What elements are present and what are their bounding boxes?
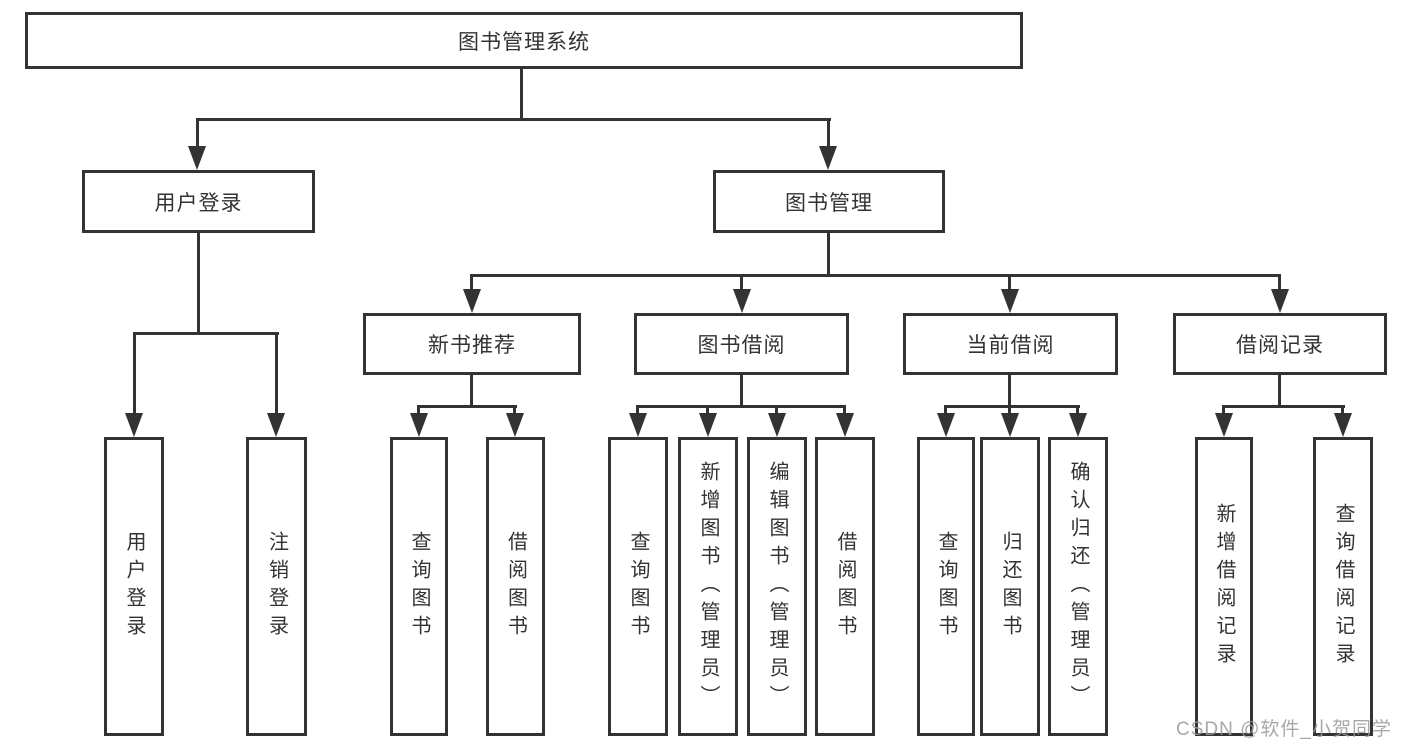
connector-borrowing-records-stem [1278,375,1281,408]
connector-drop-borrowing-records [1278,274,1281,291]
leaf-query-books-current-label: 查询图书 [935,530,957,643]
connector-book-borrowing-stem [740,375,743,408]
arrow-down-icon [937,413,955,437]
node-user-login: 用户登录 [82,170,315,233]
leaf-add-books-admin: 新增图书（管理员） [678,437,738,736]
connector-new-book-stem [470,375,473,408]
node-current-borrowing: 当前借阅 [903,313,1118,375]
node-user-login-label: 用户登录 [154,191,243,215]
node-book-management: 图书管理 [713,170,945,233]
arrow-down-icon [267,413,285,437]
leaf-query-books-recommend: 查询图书 [390,437,448,736]
leaf-borrow-books-borrowing: 借阅图书 [815,437,875,736]
connector-drop [1222,405,1225,415]
leaf-confirm-return-admin: 确认归还（管理员） [1048,437,1108,736]
leaf-add-borrow-record: 新增借阅记录 [1195,437,1253,736]
arrow-down-icon [768,413,786,437]
leaf-borrow-books-recommend-label: 借阅图书 [504,530,527,643]
connector-borrowing-records-branch [1222,405,1345,408]
node-book-borrowing-label: 图书借阅 [697,334,786,357]
arrow-down-icon [819,146,837,170]
connector-user-login-branch [133,332,279,335]
connector-drop [944,405,947,415]
connector-root-branch [196,118,831,121]
leaf-return-books: 归还图书 [980,437,1040,736]
leaf-user-login: 用户登录 [104,437,164,736]
connector-current-borrowing-branch [944,405,1080,408]
connector-drop [1076,405,1079,415]
leaf-user-login-label: 用户登录 [123,530,145,643]
leaf-add-books-admin-label: 新增图书（管理员） [697,460,719,713]
connector-drop-book-borrowing [740,274,743,291]
connector-drop-current-borrowing [1008,274,1011,291]
node-root: 图书管理系统 [25,12,1023,69]
connector-drop [513,405,516,415]
arrow-down-icon [1001,289,1019,313]
leaf-borrow-books-borrowing-label: 借阅图书 [834,530,856,643]
connector-book-management-stem [827,233,830,277]
leaf-query-books-recommend-label: 查询图书 [408,530,430,643]
connector-drop [775,405,778,415]
arrow-down-icon [836,413,854,437]
node-root-label: 图书管理系统 [458,30,590,54]
leaf-query-borrow-record-label: 查询借阅记录 [1332,502,1354,671]
leaf-query-books-borrowing-label: 查询图书 [627,530,649,643]
leaf-logout: 注销登录 [246,437,307,736]
connector-drop [706,405,709,415]
connector-drop-user-login-leaf [133,332,136,415]
node-book-management-label: 图书管理 [785,191,873,215]
arrow-down-icon [463,289,481,313]
arrow-down-icon [699,413,717,437]
node-book-borrowing: 图书借阅 [634,313,849,375]
connector-root-stem [520,69,523,120]
connector-drop-new-book [470,274,473,291]
leaf-query-books-current: 查询图书 [917,437,975,736]
node-borrowing-records: 借阅记录 [1173,313,1387,375]
arrow-down-icon [125,413,143,437]
leaf-logout-label: 注销登录 [265,530,288,643]
connector-book-borrowing-branch [636,405,846,408]
leaf-borrow-books-recommend: 借阅图书 [486,437,545,736]
node-new-book-recommend: 新书推荐 [363,313,581,375]
arrow-down-icon [506,413,524,437]
connector-current-borrowing-stem [1008,375,1011,408]
connector-drop [417,405,420,415]
arrow-down-icon [629,413,647,437]
connector-drop-user-login [196,118,199,148]
leaf-return-books-label: 归还图书 [999,530,1021,643]
leaf-confirm-return-admin-label: 确认归还（管理员） [1067,460,1089,713]
arrow-down-icon [1215,413,1233,437]
csdn-watermark: CSDN @软件_小贺同学 [1176,719,1392,740]
leaf-edit-books-admin-label: 编辑图书（管理员） [766,460,788,713]
arrow-down-icon [410,413,428,437]
arrow-down-icon [1001,413,1019,437]
arrow-down-icon [1069,413,1087,437]
connector-drop [1008,405,1011,415]
connector-drop [843,405,846,415]
arrow-down-icon [188,146,206,170]
connector-drop-book-management [827,118,830,148]
connector-book-management-branch [471,274,1281,277]
connector-drop-logout-leaf [275,332,278,415]
leaf-query-borrow-record: 查询借阅记录 [1313,437,1373,736]
arrow-down-icon [733,289,751,313]
leaf-add-borrow-record-label: 新增借阅记录 [1213,502,1235,671]
leaf-query-books-borrowing: 查询图书 [608,437,668,736]
node-borrowing-records-label: 借阅记录 [1236,334,1324,357]
node-new-book-recommend-label: 新书推荐 [428,334,516,357]
connector-drop [636,405,639,415]
leaf-edit-books-admin: 编辑图书（管理员） [747,437,807,736]
connector-new-book-branch [417,405,517,408]
arrow-down-icon [1271,289,1289,313]
connector-drop [1341,405,1344,415]
connector-user-login-stem [197,233,200,335]
arrow-down-icon [1334,413,1352,437]
node-current-borrowing-label: 当前借阅 [966,334,1055,357]
